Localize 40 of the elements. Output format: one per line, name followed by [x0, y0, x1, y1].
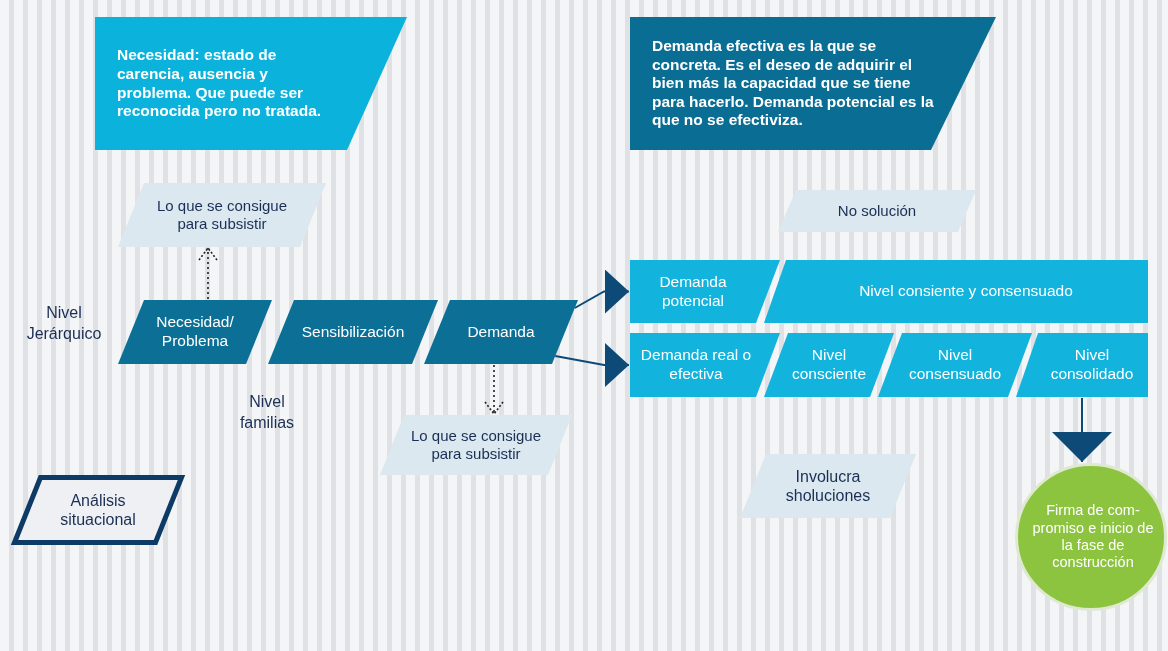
- node-text: Lo que se consigue para subsistir: [409, 426, 543, 464]
- node-text: Lo que se consigue para subsistir: [155, 196, 289, 234]
- node-text: Necesidad: estado de carencia, ausencia y problema. Que puede ser reconocida pero no tratada.: [117, 45, 323, 122]
- node-text: Demanda potencial: [658, 271, 728, 311]
- parallelogram-box: [878, 333, 1032, 397]
- level-label: Nivel familias: [238, 392, 296, 433]
- node-text: Demanda: [466, 321, 536, 342]
- trapezoid-box: [630, 260, 780, 323]
- parallelogram-box: [778, 190, 976, 232]
- trapezoid-box: [630, 17, 996, 150]
- node-text: Análisis situacional: [59, 490, 137, 530]
- parallelogram-box: [268, 300, 438, 364]
- arrow: [573, 269, 630, 314]
- node-text: Nivel consensuado: [907, 345, 1003, 384]
- arrow: [1052, 397, 1112, 463]
- node-text: Firma de com- promiso e inicio de la fase de construcción: [1031, 501, 1155, 573]
- parallelogram-box: [424, 300, 578, 364]
- arrow: [554, 343, 630, 387]
- node-text: Sensibilización: [300, 321, 406, 342]
- parallelogram-box: [12, 475, 184, 545]
- parallelogram-box: [1016, 333, 1148, 397]
- parallelogram-box: [118, 300, 272, 364]
- level-label: Nivel Jerárquico: [25, 303, 103, 344]
- parallelogram-box: [764, 333, 894, 397]
- node-text: Nivel consiente y consensuado: [858, 281, 1074, 302]
- trapezoid-box: [95, 17, 407, 150]
- parallelogram-box: [380, 415, 572, 475]
- dotted-arrow: [198, 247, 218, 300]
- parallelogram-box: [118, 183, 326, 247]
- parallelogram-box: [740, 454, 916, 518]
- node-text: No solución: [836, 201, 918, 221]
- node-text: Nivel consciente: [790, 345, 868, 384]
- node-text: Necesidad/ Problema: [155, 312, 235, 351]
- node-text: Demanda efectiva es la que se concreta. Es el deseo de adquirir el bien más la capacidad que se tiene para hacerlo. Demanda potencial es la que no se efectiviza.: [652, 36, 935, 131]
- dotted-arrow: [484, 364, 504, 415]
- trapezoid-box: [630, 333, 780, 397]
- node-text: Nivel consolidado: [1049, 345, 1135, 384]
- circle-node: [1015, 463, 1167, 611]
- node-text: Demanda real o efectiva: [640, 345, 752, 384]
- node-text: Involucra sholuciones: [784, 466, 872, 506]
